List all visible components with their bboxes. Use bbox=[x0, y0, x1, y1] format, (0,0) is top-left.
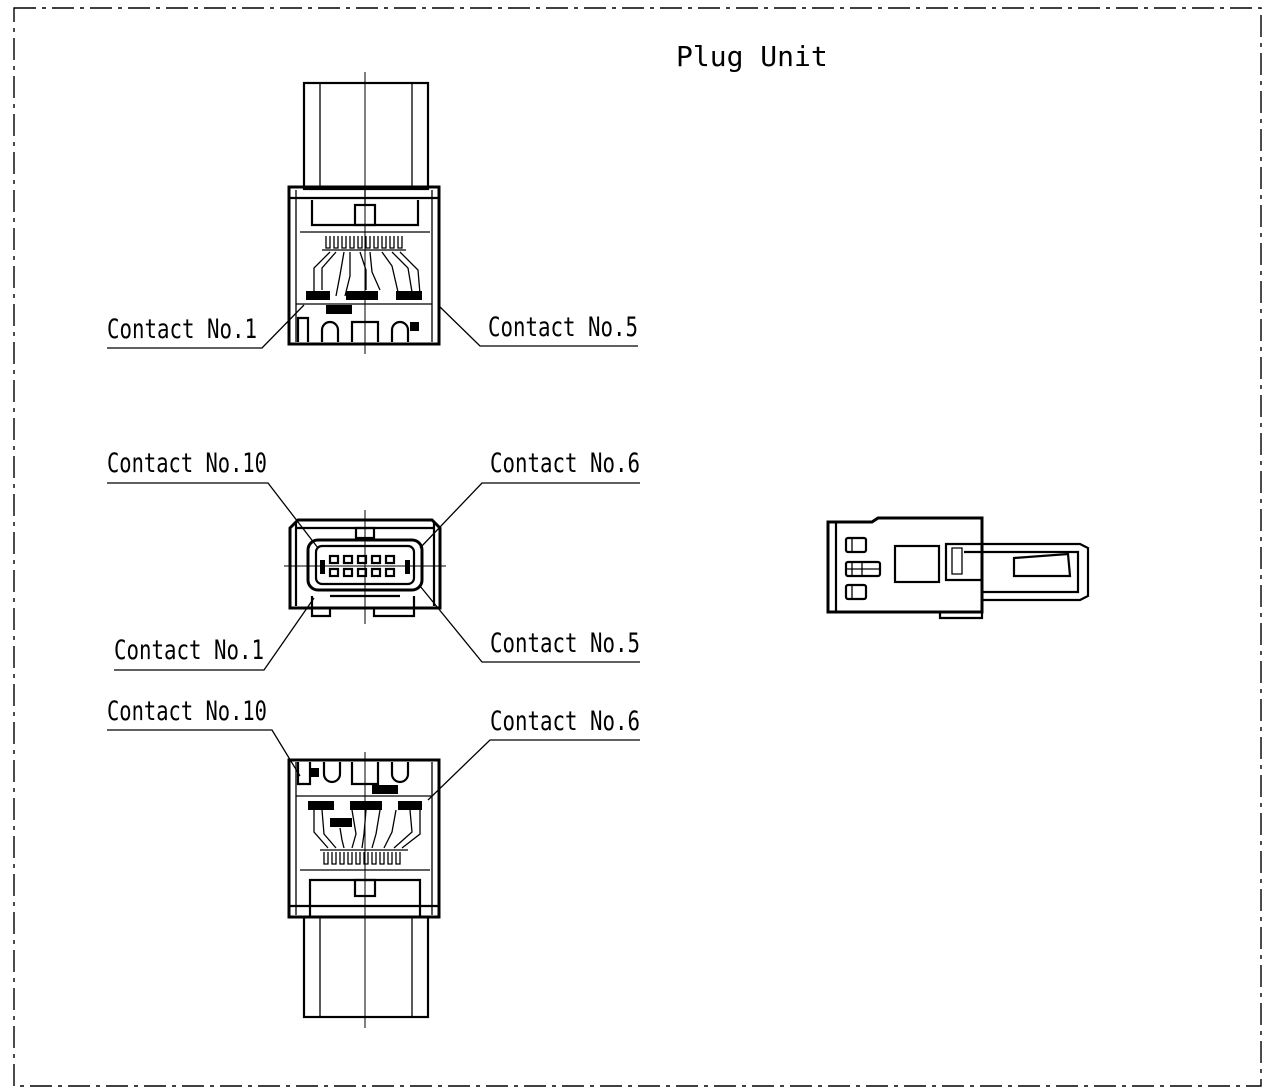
bottom-view-cable-body bbox=[302, 915, 430, 1019]
top-view-label-contact-5: Contact No.5 bbox=[488, 312, 638, 343]
bottom-view-pad bbox=[350, 801, 382, 810]
drawing-frame bbox=[13, 7, 1262, 1087]
bottom-view bbox=[287, 752, 441, 1028]
front-view-housing bbox=[288, 518, 442, 610]
side-view-window bbox=[844, 536, 868, 554]
top-view-pad bbox=[346, 291, 378, 300]
side-view-latch-window bbox=[893, 544, 941, 584]
bottom-view-label-contact-6: Contact No.6 bbox=[490, 706, 640, 737]
front-view-label-contact-1: Contact No.1 bbox=[114, 635, 264, 666]
top-view-pad bbox=[396, 291, 422, 300]
bottom-view-pad bbox=[330, 818, 352, 827]
drawing-title: Plug Unit bbox=[676, 40, 828, 73]
top-view-contacts bbox=[322, 236, 406, 251]
front-view-label-contact-6: Contact No.6 bbox=[490, 448, 640, 479]
top-view-pad bbox=[326, 305, 352, 314]
front-view-contacts bbox=[320, 554, 410, 578]
top-view bbox=[287, 72, 441, 354]
side-view-window bbox=[844, 583, 868, 601]
side-view-latch-arm bbox=[944, 542, 1090, 602]
bottom-view-pad bbox=[372, 785, 398, 794]
front-view bbox=[284, 510, 446, 624]
side-view-housing bbox=[826, 516, 984, 614]
top-view-pad bbox=[306, 291, 330, 300]
side-view bbox=[826, 516, 1090, 620]
top-view-cable-body bbox=[302, 81, 430, 191]
bottom-view-pad bbox=[398, 801, 422, 810]
bottom-view-label-contact-10: Contact No.10 bbox=[107, 696, 267, 727]
bottom-view-contacts bbox=[320, 849, 408, 865]
bottom-view-pad bbox=[308, 801, 334, 810]
front-view-label-contact-5: Contact No.5 bbox=[490, 628, 640, 659]
top-view-pad bbox=[410, 322, 419, 331]
front-view-label-contact-10: Contact No.10 bbox=[107, 448, 267, 479]
top-view-housing bbox=[287, 185, 441, 346]
top-view-label-contact-1: Contact No.1 bbox=[107, 314, 257, 345]
